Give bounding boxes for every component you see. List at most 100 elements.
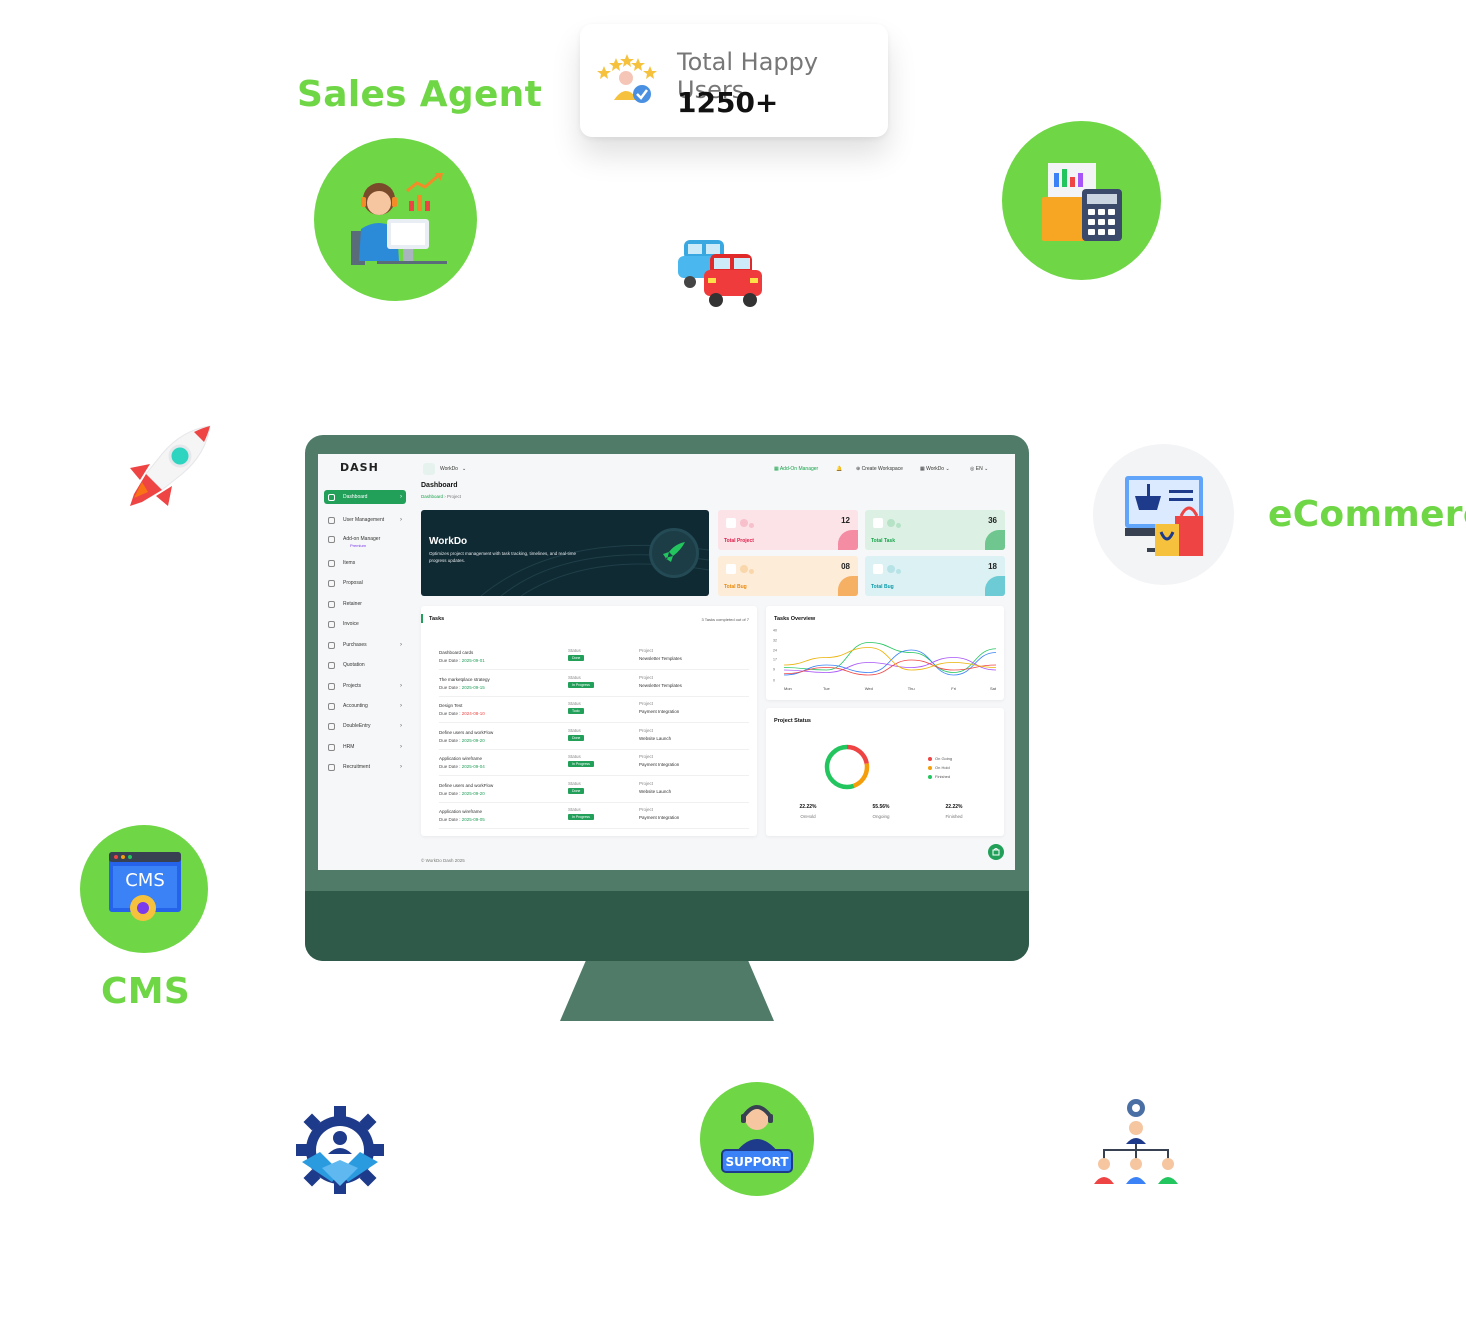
sidebar-item-retainer[interactable]: Retainer — [324, 597, 406, 611]
sales-agent-label: Sales Agent — [297, 74, 543, 115]
breadcrumb-separator: › — [444, 494, 448, 499]
status-label: Status — [568, 727, 581, 733]
page-title: Dashboard — [421, 482, 458, 489]
sidebar-item-purchases[interactable]: Purchases › — [324, 638, 406, 652]
breadcrumb-dashboard[interactable]: Dashboard — [421, 494, 444, 499]
task-icon — [873, 518, 883, 528]
cms-icon-text: CMS — [125, 870, 165, 891]
project-name: Payment Integration — [639, 709, 680, 714]
status-badge: In Progress — [568, 761, 594, 767]
sidebar-item-invoice[interactable]: Invoice — [324, 617, 406, 631]
status-badge: Todo — [568, 708, 584, 714]
due-label: Due Date : — [439, 658, 461, 663]
hero-banner: WorkDo Optimizes project management with… — [421, 510, 709, 596]
addon-manager-link[interactable]: ▦ Add-On Manager — [774, 466, 819, 472]
monitor-stand — [560, 961, 774, 1021]
cars-icon — [678, 240, 762, 307]
workspace-menu[interactable]: ▦ WorkDo ⌄ — [920, 466, 950, 472]
sidebar-item-proposal[interactable]: Proposal — [324, 576, 406, 590]
sidebar-item-icon — [328, 722, 335, 730]
premium-badge: Premium — [350, 543, 367, 548]
y-tick-label: 40 — [773, 629, 777, 633]
sidebar-item-icon — [328, 620, 335, 628]
happy-users-title: Total Happy Users — [677, 48, 819, 104]
stat-total-bug[interactable]: 08 Total Bug — [718, 556, 858, 596]
task-name: Application wireframe — [439, 809, 483, 814]
due-label: Due Date : — [439, 684, 461, 690]
monitor-chin — [305, 891, 1029, 961]
status-label: Ongoing — [872, 814, 890, 819]
workspace-chevron-icon[interactable]: ⌄ — [462, 466, 467, 472]
stat-value: 08 — [841, 562, 850, 571]
notification-icon[interactable]: 🔔 — [836, 466, 843, 472]
stat-label: Total Project — [724, 538, 754, 544]
stat-total-bug-2[interactable]: 18 Total Bug — [865, 556, 1005, 596]
sidebar-item-add-on-manager[interactable]: Add-on Manager — [324, 532, 406, 546]
sidebar-item-user-management[interactable]: User Management› — [324, 513, 406, 527]
stat-total-task[interactable]: 36 Total Task — [865, 510, 1005, 550]
sidebar-item-label: Projects — [343, 683, 362, 689]
sidebar-item-icon — [328, 535, 335, 543]
cms-circle: CMS — [80, 825, 208, 953]
task-due: Due Date : 2024-08-10 — [439, 711, 485, 716]
legend-item: Finished — [928, 774, 950, 779]
status-percent: 22.22% — [945, 804, 963, 810]
project-label: Project — [639, 674, 654, 680]
sidebar-item-icon — [328, 493, 335, 501]
status-label: Status — [568, 780, 581, 786]
create-workspace-button[interactable]: ⊕ Create Workspace — [856, 466, 903, 472]
sidebar-item-hrm[interactable]: HRM› — [324, 740, 406, 754]
tasks-title: Tasks — [429, 616, 445, 622]
y-tick-label: 24 — [773, 649, 777, 653]
status-badge: Done — [568, 787, 585, 794]
cms-label: CMS — [101, 971, 191, 1012]
donut-slice — [824, 744, 870, 790]
sidebar-item-icon — [328, 641, 335, 649]
sidebar-item-doubleentry[interactable]: DoubleEntry› — [324, 719, 406, 733]
y-tick-label: 0 — [773, 679, 775, 683]
task-due: Due Date : 2025-09-20 — [439, 738, 485, 743]
sidebar-item-label: Proposal — [343, 580, 363, 586]
cart-fab-button[interactable] — [988, 844, 1004, 860]
legend-label: Finished — [935, 774, 951, 779]
sidebar-item-label: Purchases — [343, 642, 367, 648]
legend-label: On Hold — [935, 765, 950, 770]
tasks-overview-title: Tasks Overview — [774, 616, 816, 622]
legend-dot — [928, 756, 932, 761]
stat-total-project[interactable]: 12 Total Project — [718, 510, 858, 550]
series-line — [783, 642, 997, 673]
status-percent: 22.22% — [799, 804, 817, 810]
series-line — [783, 649, 997, 676]
sidebar-item-accounting[interactable]: Accounting› — [324, 699, 406, 713]
stat-label: Total Bug — [724, 584, 747, 590]
sidebar-item-icon — [328, 579, 335, 587]
x-tick-label: Wed — [865, 686, 873, 691]
project-name: Payment Integration — [639, 815, 680, 820]
sidebar-item-items[interactable]: Items — [324, 556, 406, 570]
due-label: Due Date : — [439, 817, 461, 822]
status-label: Status — [568, 701, 581, 706]
sidebar-item-quotation[interactable]: Quotation — [324, 658, 406, 672]
chevron-right-icon: › — [400, 642, 402, 648]
language-select[interactable]: ◎ EN ⌄ — [970, 466, 989, 472]
sidebar-item-dashboard[interactable]: Dashboard› — [324, 490, 406, 504]
stat-label: Total Task — [871, 538, 895, 544]
due-label: Due Date : — [439, 764, 461, 769]
status-label: OnHold — [800, 814, 816, 819]
stat-value: 18 — [988, 562, 997, 571]
workspace-select[interactable]: WorkDo — [440, 466, 458, 472]
status-badge: In Progress — [568, 681, 594, 688]
sidebar-item-label: HRM — [343, 744, 355, 750]
sidebar-item-projects[interactable]: Projects› — [324, 679, 406, 693]
sidebar-item-recruitment[interactable]: Recruitment› — [324, 760, 406, 774]
chevron-right-icon: › — [400, 517, 402, 523]
project-status-title: Project Status — [774, 718, 811, 724]
